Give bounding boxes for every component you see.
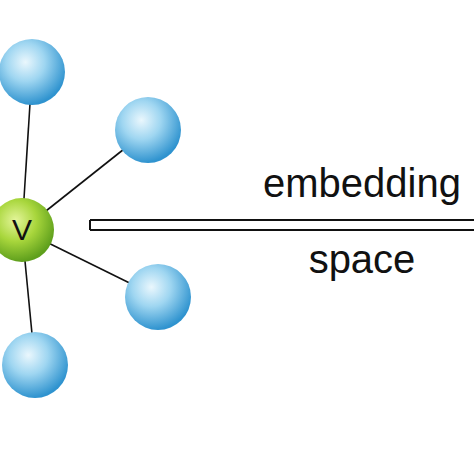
space-label: space	[309, 239, 416, 279]
embedding-label: embedding	[263, 163, 461, 203]
mapping-double-line	[90, 220, 474, 230]
vertex-node: V	[0, 198, 54, 262]
neighbour-sphere	[0, 39, 65, 105]
neighbour-spheres	[0, 39, 191, 398]
neighbour-sphere	[125, 264, 191, 330]
neighbour-sphere	[2, 332, 68, 398]
neighbour-sphere	[115, 97, 181, 163]
node-label: V	[12, 215, 32, 245]
vertex-circle	[0, 198, 54, 262]
